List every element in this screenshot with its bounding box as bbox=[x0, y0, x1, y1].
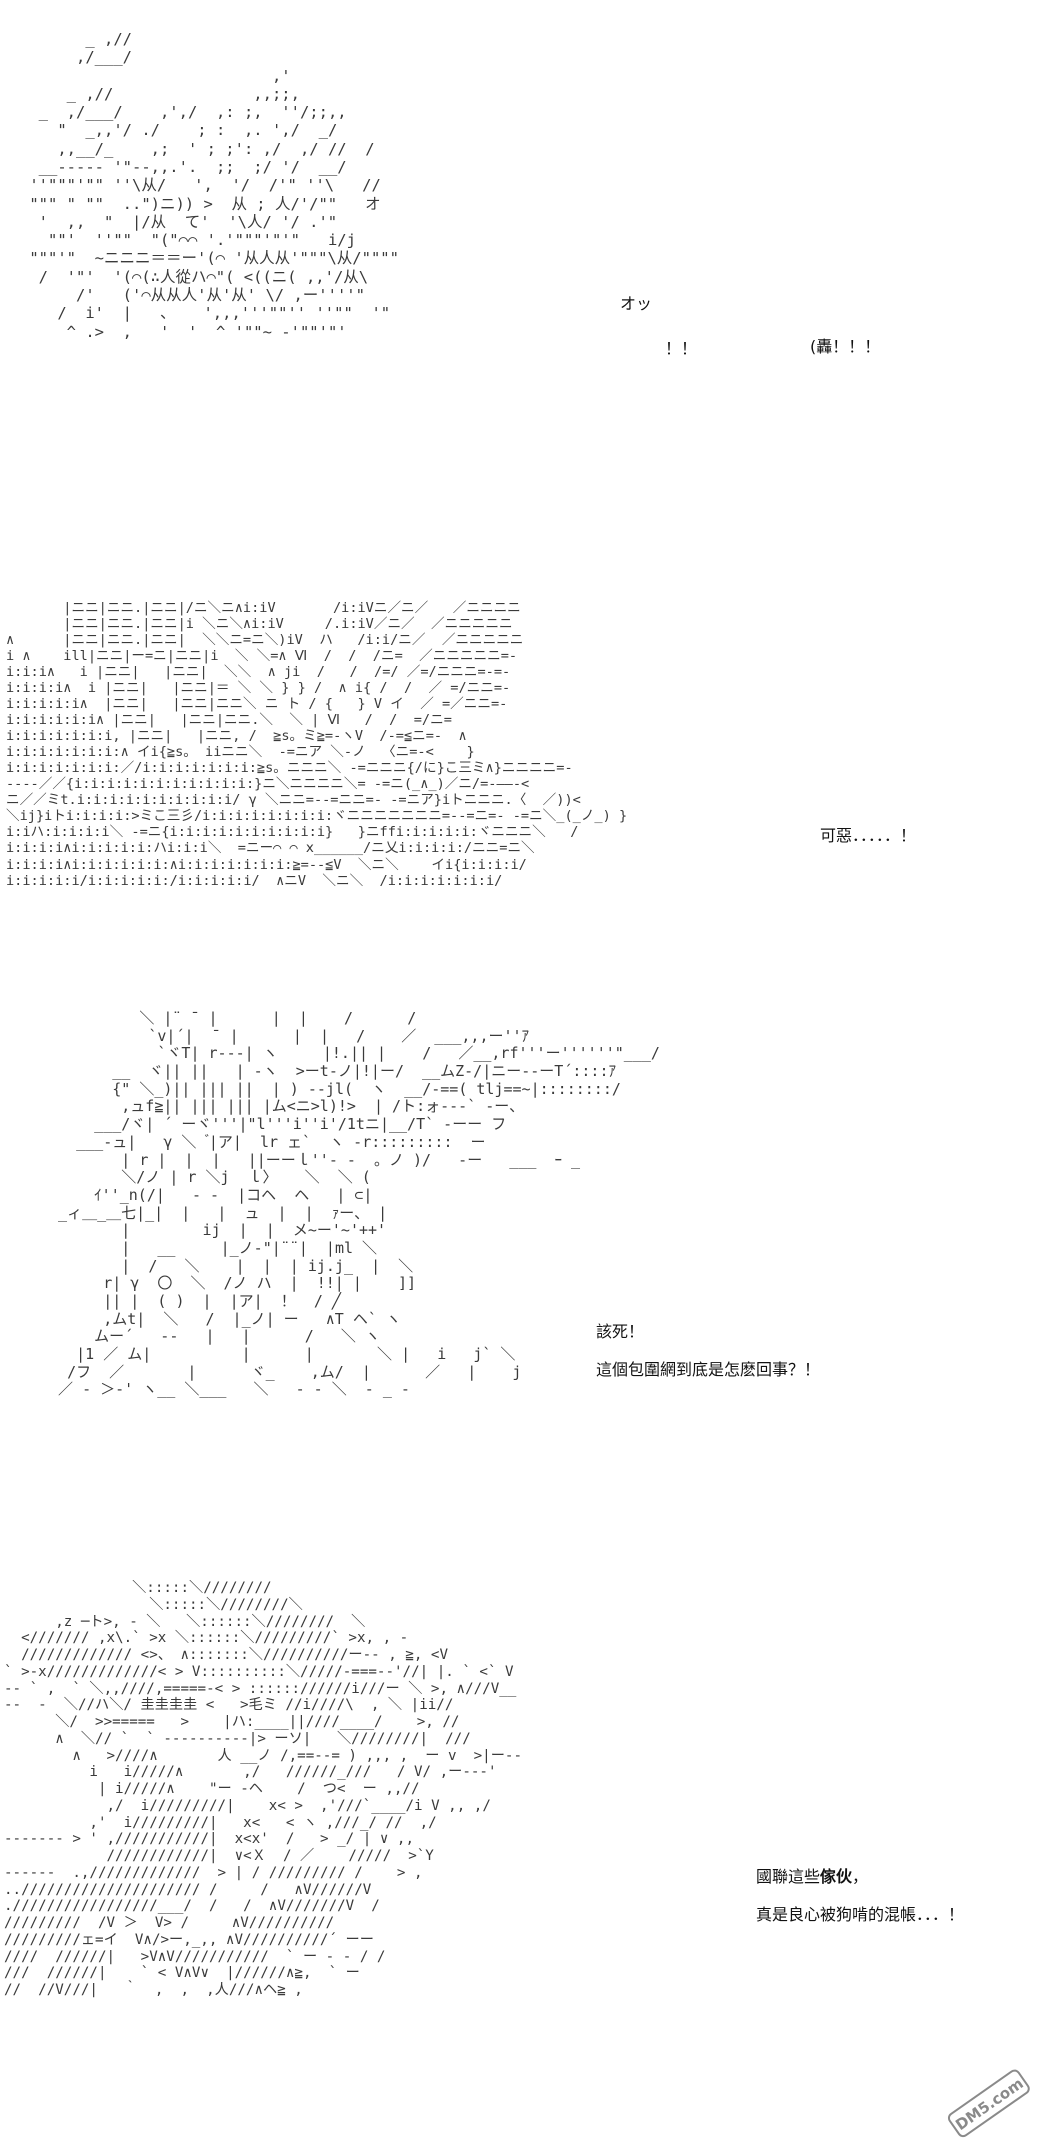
ascii-art-explosion: _ ,// ,/___/ ,' _ ,// ,,;;, _ ,/___/ ,',… bbox=[29, 30, 399, 341]
dialogue-boom: (轟！！！ bbox=[810, 333, 880, 357]
watermark: DM5.com bbox=[940, 2050, 1040, 2150]
ascii-art-clash: |ニニ|ニニ.|ニニ|/ニ＼ニ∧i:iV /i:iVニ／ニ／ ／ニニニニ |ニニ… bbox=[6, 600, 628, 889]
dialogue-damn: 可惡．．．．．！ bbox=[820, 822, 916, 846]
panel-2: |ニニ|ニニ.|ニニ|/ニ＼ニ∧i:iV /i:iVニ／ニ／ ／ニニニニ |ニニ… bbox=[0, 600, 1040, 1000]
panel-1: _ ,// ,/___/ ,' _ ,// ,,;;, _ ,/___/ ,',… bbox=[0, 0, 1040, 560]
dialogue-line: 可惡．．．．．！ bbox=[820, 826, 917, 845]
dialogue-line: (轟！！！ bbox=[810, 337, 881, 356]
ascii-art-character: ＼ |¨ ̄ | | | / / `v|´| ̄ | | | / ／ ___,,… bbox=[58, 1010, 660, 1399]
panel-4: ＼:::::＼//////// ＼:::::＼////////＼ ,z ─ト>,… bbox=[0, 1580, 1040, 2152]
dialogue-curse: 該死！ 這個包圍網到底是怎麽回事？！ bbox=[596, 1313, 820, 1389]
panel-3: ＼ |¨ ̄ | | | / / `v|´| ̄ | | | / ／ ___,,… bbox=[0, 1010, 1040, 1570]
sfx-exclaim: ！！ bbox=[665, 339, 698, 358]
dialogue-emphasis: 傢伙 bbox=[820, 1867, 853, 1886]
dm5-logo-icon: DM5.com bbox=[947, 2069, 1030, 2138]
ascii-art-beast: ＼:::::＼//////// ＼:::::＼////////＼ ,z ─ト>,… bbox=[4, 1580, 522, 1998]
dialogue-line: 真是良心被狗啃的混帳．．．！ bbox=[756, 1905, 965, 1924]
dialogue-line: 該死！ bbox=[596, 1322, 645, 1341]
dialogue-line: 這個包圍網到底是怎麽回事？！ bbox=[596, 1360, 821, 1379]
dialogue-line: 國聯這些傢伙， bbox=[756, 1867, 869, 1886]
sfx-oh: オッ bbox=[620, 294, 653, 313]
dialogue-league: 國聯這些傢伙， 真是良心被狗啃的混帳．．．！ bbox=[756, 1858, 964, 1934]
